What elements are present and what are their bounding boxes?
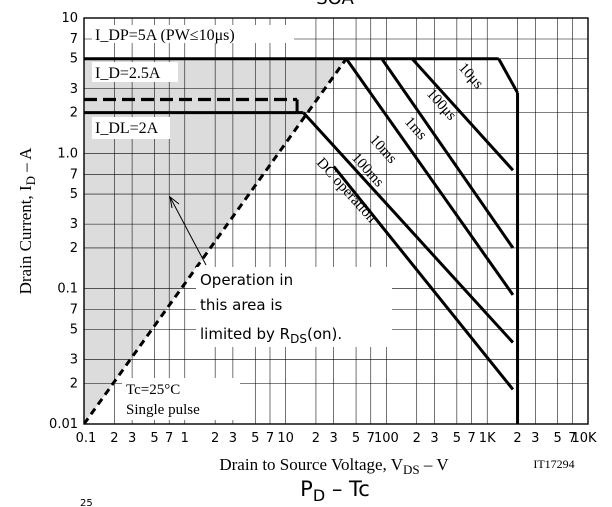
conditions-line-2: Single pulse bbox=[126, 402, 200, 418]
x-tick-label: 10K bbox=[571, 431, 597, 446]
x-tick-label: 1K bbox=[479, 431, 496, 446]
x-tick-label: 5 bbox=[453, 431, 461, 446]
x-tick-label: 0.1 bbox=[76, 431, 97, 446]
y-tick-label: 3 bbox=[70, 352, 78, 367]
y-tick-label: 5 bbox=[70, 187, 78, 202]
x-tick-label: 2 bbox=[211, 431, 219, 446]
label-idp: I_DP=5A (PW≤10μs) bbox=[95, 27, 235, 44]
x-tick-label: 7 bbox=[165, 431, 173, 446]
y-axis-title: Drain Current, ID – A bbox=[16, 147, 38, 295]
annotation-arrowhead bbox=[169, 195, 180, 209]
x-tick-label: 3 bbox=[330, 431, 338, 446]
x-axis-title: Drain to Source Voltage, VDS – V bbox=[219, 455, 449, 477]
annotation-rds: Operation in this area is limited by RDS… bbox=[169, 195, 392, 347]
x-tick-label: 5 bbox=[554, 431, 562, 446]
plot-area-group bbox=[84, 18, 588, 424]
rds-limit-line bbox=[84, 57, 348, 424]
x-tick-label: 2 bbox=[513, 431, 521, 446]
x-tick-label: 5 bbox=[251, 431, 259, 446]
y-tick-label: 2 bbox=[70, 241, 78, 256]
grid bbox=[84, 18, 588, 424]
annotation-line-3: limited by RDS(on). bbox=[200, 325, 342, 346]
annotation-line-1: Operation in bbox=[200, 271, 293, 289]
annotation-conditions: Tc=25°C Single pulse bbox=[122, 378, 240, 420]
curve-10us bbox=[497, 58, 519, 94]
annotation-line-2: this area is bbox=[200, 296, 283, 314]
curve-label-1ms: 1ms bbox=[401, 114, 430, 143]
label-idl: I_DL=2A bbox=[95, 120, 159, 137]
y-tick-label: 3 bbox=[70, 217, 78, 232]
curve-label-10us: 10μs bbox=[455, 60, 486, 92]
x-tick-label: 5 bbox=[150, 431, 158, 446]
y-tick-label: 7 bbox=[70, 32, 78, 47]
y-tick-label: 1.0 bbox=[57, 146, 78, 161]
y-tick-label: 7 bbox=[70, 167, 78, 182]
x-tick-label: 100 bbox=[374, 431, 399, 446]
y-tick-label: 10 bbox=[61, 11, 78, 26]
curve-10ms bbox=[345, 57, 515, 296]
label-id: I_D=2.5A bbox=[95, 65, 161, 82]
x-tick-label: 2 bbox=[312, 431, 320, 446]
y-tick-label: 2 bbox=[70, 376, 78, 391]
x-tick-label: 2 bbox=[413, 431, 421, 446]
curve-100ms bbox=[302, 111, 515, 344]
x-tick-label: 3 bbox=[128, 431, 136, 446]
figure-code: IT17294 bbox=[533, 457, 574, 471]
x-tick-label: 3 bbox=[430, 431, 438, 446]
annotation-arrow bbox=[169, 196, 207, 266]
conditions-line-1: Tc=25°C bbox=[126, 382, 180, 398]
curve-dc bbox=[332, 165, 515, 391]
y-tick-label: 5 bbox=[70, 322, 78, 337]
y-tick-label: 3 bbox=[70, 82, 78, 97]
x-tick-label: 7 bbox=[568, 431, 576, 446]
y-tick-label: 0.1 bbox=[57, 282, 78, 297]
limit-labels: I_DP=5A (PW≤10μs) I_D=2.5A I_DL=2A bbox=[92, 25, 294, 139]
curve-1ms bbox=[380, 57, 515, 249]
x-tick-label: 5 bbox=[352, 431, 360, 446]
plot-frame bbox=[83, 17, 589, 425]
x-tick-label: 3 bbox=[229, 431, 237, 446]
x-tick-label: 1 bbox=[181, 431, 189, 446]
y-tick-label: 7 bbox=[70, 303, 78, 318]
x-tick-label: 7 bbox=[467, 431, 475, 446]
y-tick-label: 2 bbox=[70, 106, 78, 121]
y-tick-label: 0.01 bbox=[49, 417, 78, 432]
x-tick-label: 7 bbox=[367, 431, 375, 446]
x-tick-label: 2 bbox=[110, 431, 118, 446]
header-fragment: SOA bbox=[316, 0, 354, 9]
next-chart-title: PD – Tc bbox=[300, 477, 370, 505]
x-tick-label: 10 bbox=[277, 431, 294, 446]
curves bbox=[84, 57, 520, 424]
x-tick-label: 7 bbox=[266, 431, 274, 446]
x-tick-label: 3 bbox=[531, 431, 539, 446]
y-tick-label: 5 bbox=[70, 52, 78, 67]
curve-100us bbox=[411, 57, 515, 172]
next-chart-fragment: 25 bbox=[80, 498, 93, 507]
